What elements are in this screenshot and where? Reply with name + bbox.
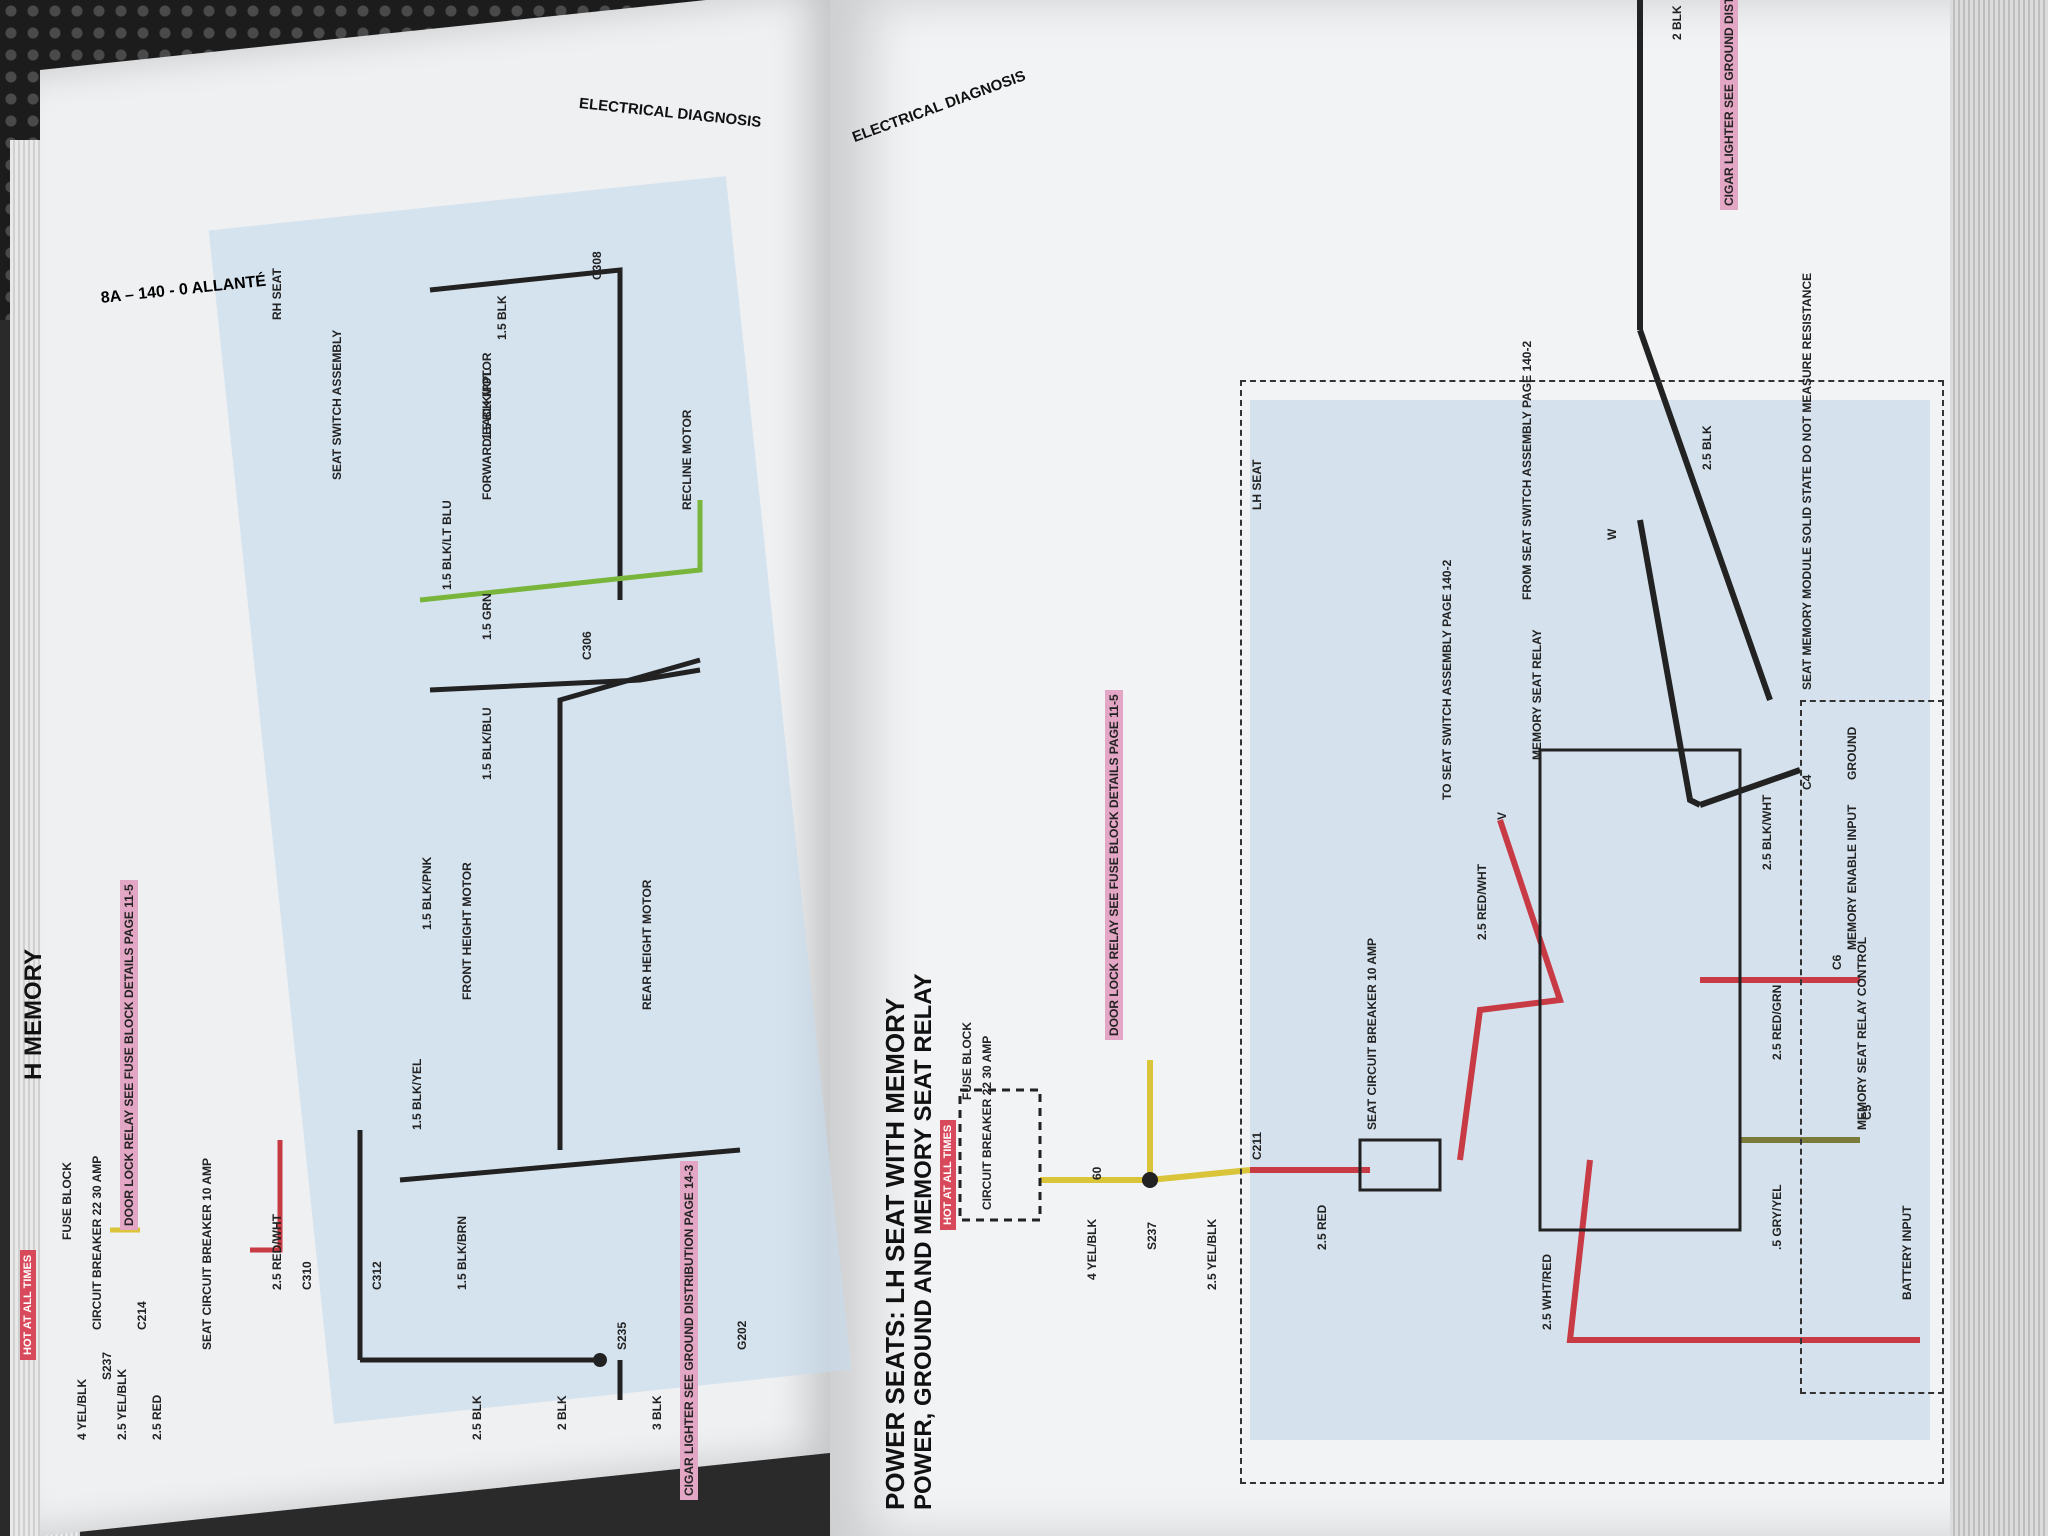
left-title-fragment: H MEMORY <box>20 948 47 1080</box>
left-wire-1-5-blk-blu: 1.5 BLK/BLU <box>480 707 494 780</box>
splice-s235 <box>593 1353 607 1367</box>
left-rh-seat: RH SEAT <box>270 268 284 320</box>
wire-red-left <box>250 1140 283 1253</box>
wire-blk-brn <box>399 1147 741 1183</box>
left-wire-1-5-blk-pnk: 1.5 BLK/PNK <box>420 856 434 930</box>
input-ground: GROUND <box>1845 726 1859 780</box>
right-wire-gry-yel: .5 GRY/YEL <box>1770 1184 1784 1250</box>
left-wire-2-5-yel-blk: 2.5 YEL/BLK <box>115 1368 129 1440</box>
left-wire-1-5-blk-lt-blu: 1.5 BLK/LT BLU <box>440 500 454 590</box>
left-wire-2-5-red-wht: 2.5 RED/WHT <box>270 1213 284 1290</box>
left-wire-2-5-red: 2.5 RED <box>150 1394 164 1440</box>
input-memory-seat-relay-control: MEMORY SEAT RELAY CONTROL <box>1855 936 1869 1130</box>
connector-c5: C5 <box>1860 1104 1874 1120</box>
seat-memory-module-label: SEAT MEMORY MODULE SOLID STATE DO NOT ME… <box>1800 272 1814 690</box>
memory-seat-relay-box <box>1538 748 1742 1232</box>
wire-blk-wht <box>1637 519 1702 808</box>
right-wire-4-yel-blk: 4 YEL/BLK <box>1085 1218 1099 1280</box>
left-wire-1-5-blk-brn: 1.5 BLK/BRN <box>455 1215 469 1290</box>
left-wire-1-5-blk: 1.5 BLK <box>495 295 509 340</box>
right-wire-2-5-red: 2.5 RED <box>1315 1204 1329 1250</box>
ground-g202: G202 <box>735 1320 749 1350</box>
to-seat-switch: TO SEAT SWITCH ASSEMBLY PAGE 140-2 <box>1440 559 1454 800</box>
right-wiring <box>1040 0 1920 1343</box>
from-seat-switch: FROM SEAT SWITCH ASSEMBLY PAGE 140-2 <box>1520 340 1534 600</box>
right-wire-2-5-blk: 2.5 BLK <box>1700 425 1714 470</box>
connector-c306: C306 <box>580 631 594 660</box>
connector-c310: C310 <box>300 1261 314 1290</box>
left-wire-2-5-blk: 2.5 BLK <box>470 1395 484 1440</box>
arrow-w: W <box>1605 528 1619 540</box>
left-wire-1-5-blk-yel: 1.5 BLK/YEL <box>410 1058 424 1130</box>
connector-c312: C312 <box>370 1261 384 1290</box>
wire-blk-wht-2 <box>1699 767 1801 808</box>
right-wire-2-blk: 2 BLK <box>1670 5 1684 40</box>
splice-s237-left: S237 <box>100 1351 114 1380</box>
memory-seat-relay-label: MEMORY SEAT RELAY <box>1530 629 1544 760</box>
connector-c6: C6 <box>1830 954 1844 970</box>
gauge-60: 60 <box>1090 1166 1104 1180</box>
right-cigar-lighter: CIGAR LIGHTER SEE GROUND DISTRIBUTION PA… <box>1720 0 1738 210</box>
connector-c308: C308 <box>590 251 604 280</box>
right-seat-circuit-breaker: SEAT CIRCUIT BREAKER 10 AMP <box>1365 937 1379 1130</box>
input-battery: BATTERY INPUT <box>1900 1205 1914 1300</box>
left-wire-2-blk: 2 BLK <box>555 1395 569 1430</box>
wire-2-5-wht-red <box>1566 1159 1920 1343</box>
left-wire-1-5-blk-ppl: 1.5 BLK/PPL <box>480 368 494 440</box>
right-title-line1: POWER SEATS: LH SEAT WITH MEMORY <box>880 997 910 1510</box>
right-wire-2-5-blk-wht: 2.5 BLK/WHT <box>1760 794 1774 870</box>
arrow-v: V <box>1495 811 1509 820</box>
lh-seat-label: LH SEAT <box>1250 459 1264 510</box>
page-stack-edge-right <box>1950 0 2048 1536</box>
right-wire-2-5-red-wht: 2.5 RED/WHT <box>1475 863 1489 940</box>
connector-c211: C211 <box>1250 1131 1264 1160</box>
splice-s235-label: S235 <box>615 1321 629 1350</box>
left-door-lock-relay: DOOR LOCK RELAY SEE FUSE BLOCK DETAILS P… <box>120 880 138 1230</box>
wire-2-5-red-wht <box>1457 819 1565 1161</box>
wire-green-left <box>419 500 703 603</box>
right-door-lock-relay: DOOR LOCK RELAY SEE FUSE BLOCK DETAILS P… <box>1105 690 1123 1040</box>
wire-rear-motor <box>557 657 701 1150</box>
connector-c4: C4 <box>1800 774 1814 790</box>
left-seat-switch-assembly: SEAT SWITCH ASSEMBLY <box>330 329 344 480</box>
seat-memory-module-boundary <box>1800 700 1944 1394</box>
right-wire-2-5-red-grn: 2.5 RED/GRN <box>1770 984 1784 1060</box>
left-fuse-block: FUSE BLOCK <box>60 1162 74 1240</box>
left-wire-4-yel-blk: 4 YEL/BLK <box>75 1378 89 1440</box>
front-height-motor: FRONT HEIGHT MOTOR <box>460 862 474 1000</box>
right-circuit-breaker: CIRCUIT BREAKER 22 30 AMP <box>980 1035 994 1210</box>
fuse-block-box <box>958 1088 1042 1222</box>
left-wiring <box>357 267 741 1400</box>
right-splice-s237: S237 <box>1145 1221 1159 1250</box>
wire-2-5-blk <box>1637 329 1773 701</box>
splice-s237 <box>1142 1172 1158 1188</box>
left-circuit-breaker: CIRCUIT BREAKER 22 30 AMP <box>90 1155 104 1330</box>
right-highlight-region <box>1250 400 1930 1440</box>
left-wire-1-5-grn: 1.5 GRN <box>480 593 494 640</box>
left-wire-3-blk: 3 BLK <box>650 1395 664 1430</box>
left-hot-label: HOT AT ALL TIMES <box>20 1249 36 1360</box>
rear-height-motor: REAR HEIGHT MOTOR <box>640 879 654 1010</box>
seat-circuit-breaker-symbol <box>1358 1138 1442 1192</box>
left-seat-breaker: SEAT CIRCUIT BREAKER 10 AMP <box>200 1157 214 1350</box>
input-memory-enable: MEMORY ENABLE INPUT <box>1845 804 1859 950</box>
right-wire-2-5-wht-red: 2.5 WHT/RED <box>1540 1253 1554 1330</box>
left-cigar-lighter: CIGAR LIGHTER SEE GROUND DISTRIBUTION PA… <box>680 1160 698 1500</box>
right-fuse-block: FUSE BLOCK <box>960 1022 974 1100</box>
right-wire-2-5-yel-blk: 2.5 YEL/BLK <box>1205 1218 1219 1290</box>
wire-blk-blu <box>429 667 701 693</box>
connector-c214: C214 <box>135 1301 149 1330</box>
right-hot-label: HOT AT ALL TIMES <box>940 1119 956 1230</box>
wire-2-5-yel-blk <box>1149 1167 1251 1183</box>
right-title-line2: POWER, GROUND AND MEMORY SEAT RELAY <box>910 973 937 1510</box>
recline-motor: RECLINE MOTOR <box>680 409 694 510</box>
wire-top <box>429 267 623 600</box>
